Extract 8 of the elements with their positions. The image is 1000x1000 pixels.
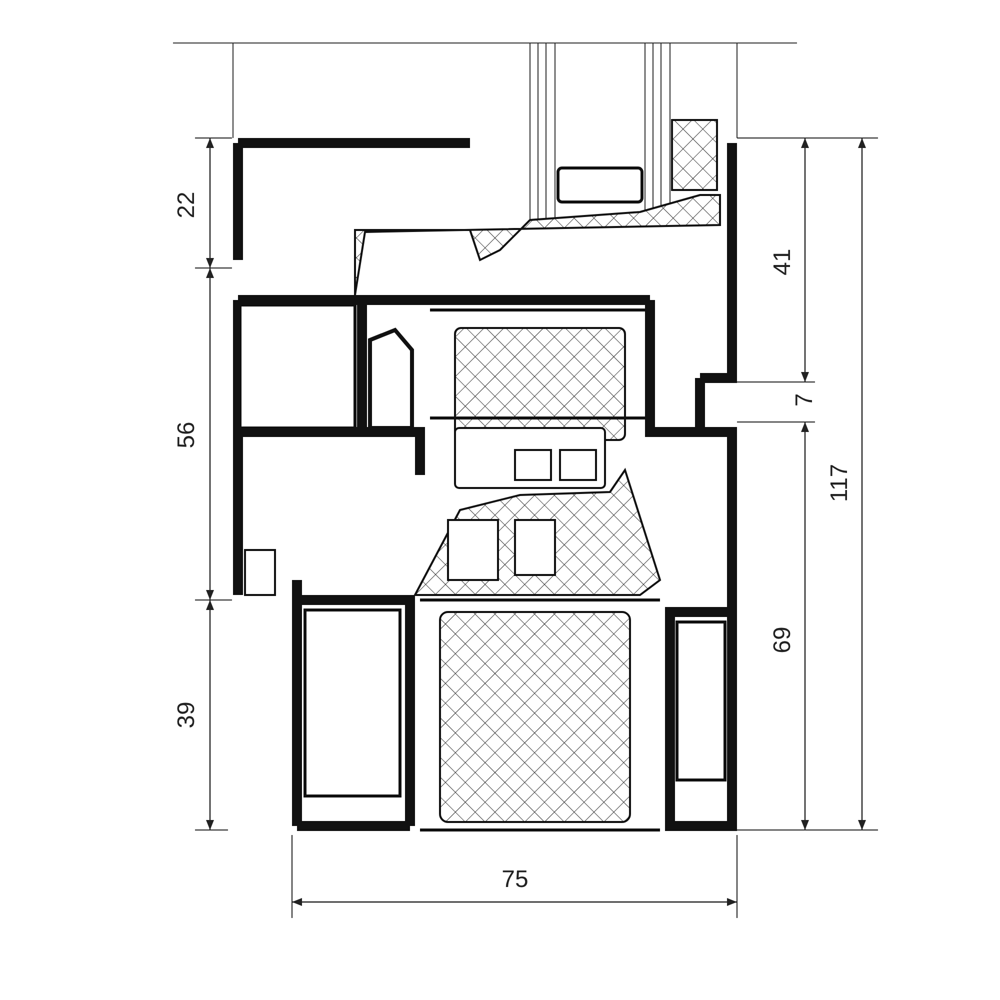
dimension-label: 69 xyxy=(771,626,795,654)
dimension-label: 56 xyxy=(175,422,199,448)
dimension-label: 117 xyxy=(828,464,852,502)
dimension-label: 7 xyxy=(793,393,817,407)
dimension-label: 75 xyxy=(502,868,528,892)
dimension-label: 39 xyxy=(175,702,199,728)
dimension-label: 22 xyxy=(175,192,199,218)
dimension-label: 41 xyxy=(771,248,795,276)
